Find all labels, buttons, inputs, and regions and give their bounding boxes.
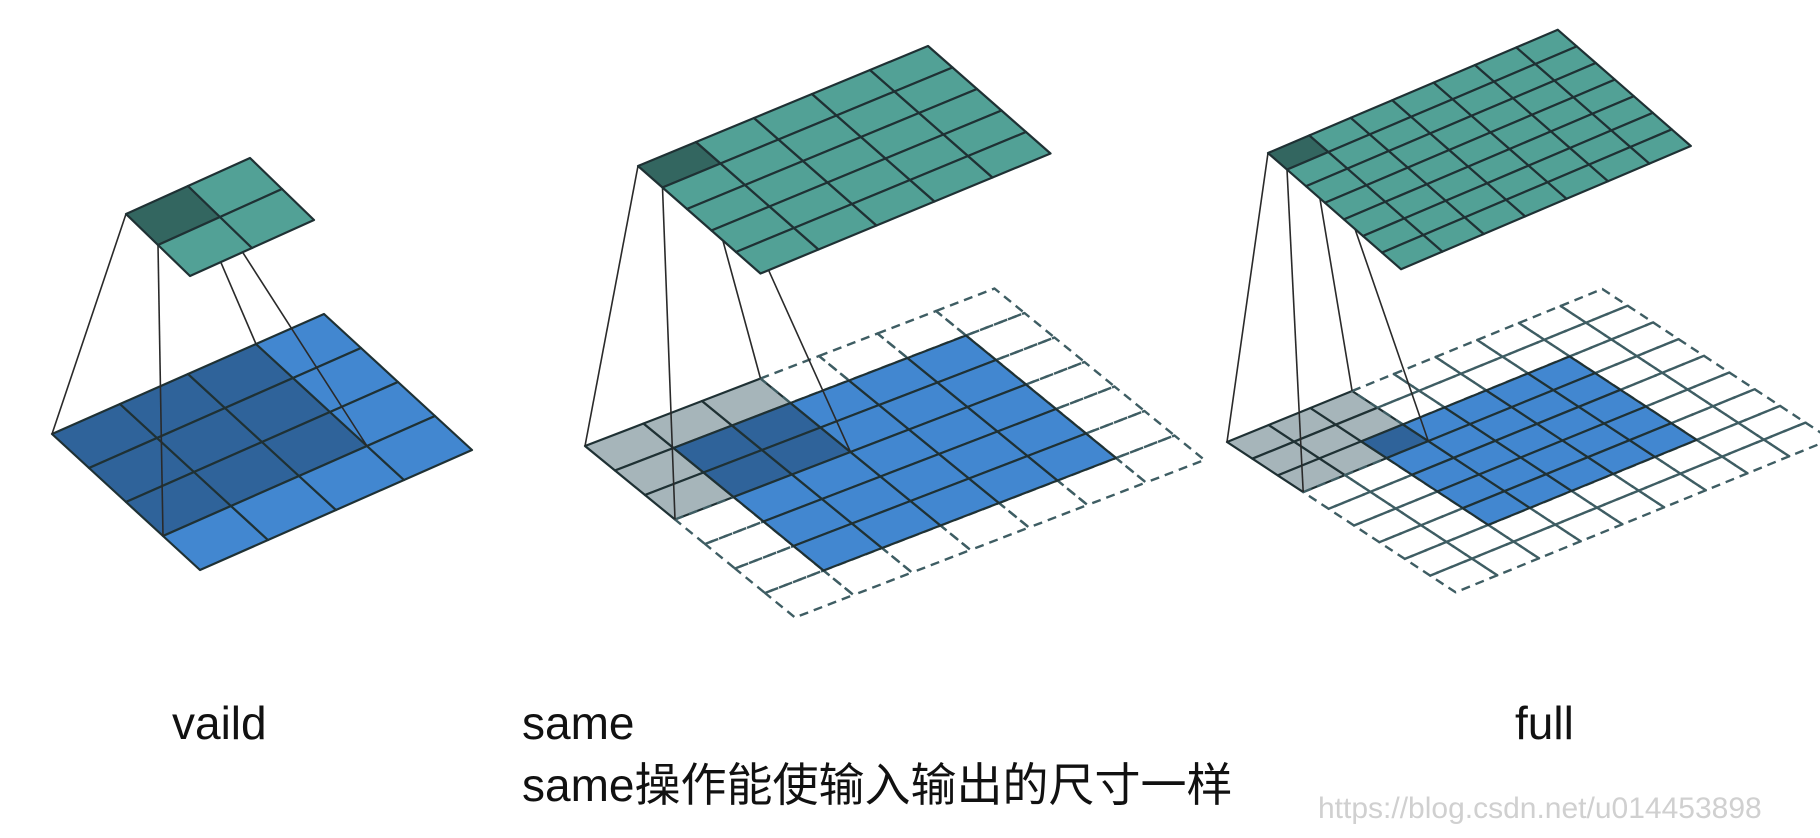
padding-cell [1475,321,1546,358]
projection-line [584,165,639,447]
watermark: https://blog.csdn.net/u014453898 [1318,792,1762,825]
full-convolution-panel [1225,28,1820,594]
padding-cell [934,287,1026,337]
padding-cell [1679,455,1749,492]
padding-cell [1445,523,1515,560]
padding-cell [1584,304,1655,341]
projection-line [661,187,676,520]
projection-line [1226,152,1269,443]
padding-cell [1428,557,1499,594]
padding-cell [1517,304,1588,341]
projection-line [1286,169,1304,493]
projection-line [219,216,368,447]
same-explanation-note: same操作能使输入输出的尺寸一样 [522,759,1233,811]
padding-cell [1403,540,1474,577]
padding-cell [1695,421,1766,458]
padding-cell [763,569,855,619]
padding-cell [1737,404,1807,441]
input-cell [1026,432,1118,482]
output-cell [218,187,316,250]
projection-line [51,213,127,435]
output-cell [1629,128,1692,165]
valid-caption: vaild [172,697,267,749]
padding-cell [1711,388,1782,425]
padding-cell [1595,489,1666,526]
padding-cell [1610,321,1680,358]
padding-cell [1470,540,1541,577]
input-cell [1628,422,1698,458]
padding-cell [1720,438,1791,475]
input-cell [365,414,474,482]
padding-cell [1512,523,1582,560]
projection-line [157,244,164,537]
full-caption: full [1515,697,1574,749]
padding-cell [1762,421,1820,458]
padding-cell [1559,287,1629,324]
padding-cell [1635,337,1706,374]
padding-cell [1327,490,1397,527]
padding-cell [1660,354,1731,391]
padding-cell [1114,434,1206,484]
same-caption: same [522,697,635,749]
valid-convolution-panel [50,156,474,572]
padding-cell [1378,524,1448,561]
padding-cell [1392,355,1463,392]
padding-cell [1686,371,1756,408]
padding-cell [1637,472,1708,509]
same-convolution-panel [583,44,1206,619]
padding-cell [1543,321,1613,358]
output-cell [966,130,1052,179]
padding-cell [1554,506,1624,543]
padding-cell [1434,338,1504,375]
padding-cell [1352,507,1423,544]
